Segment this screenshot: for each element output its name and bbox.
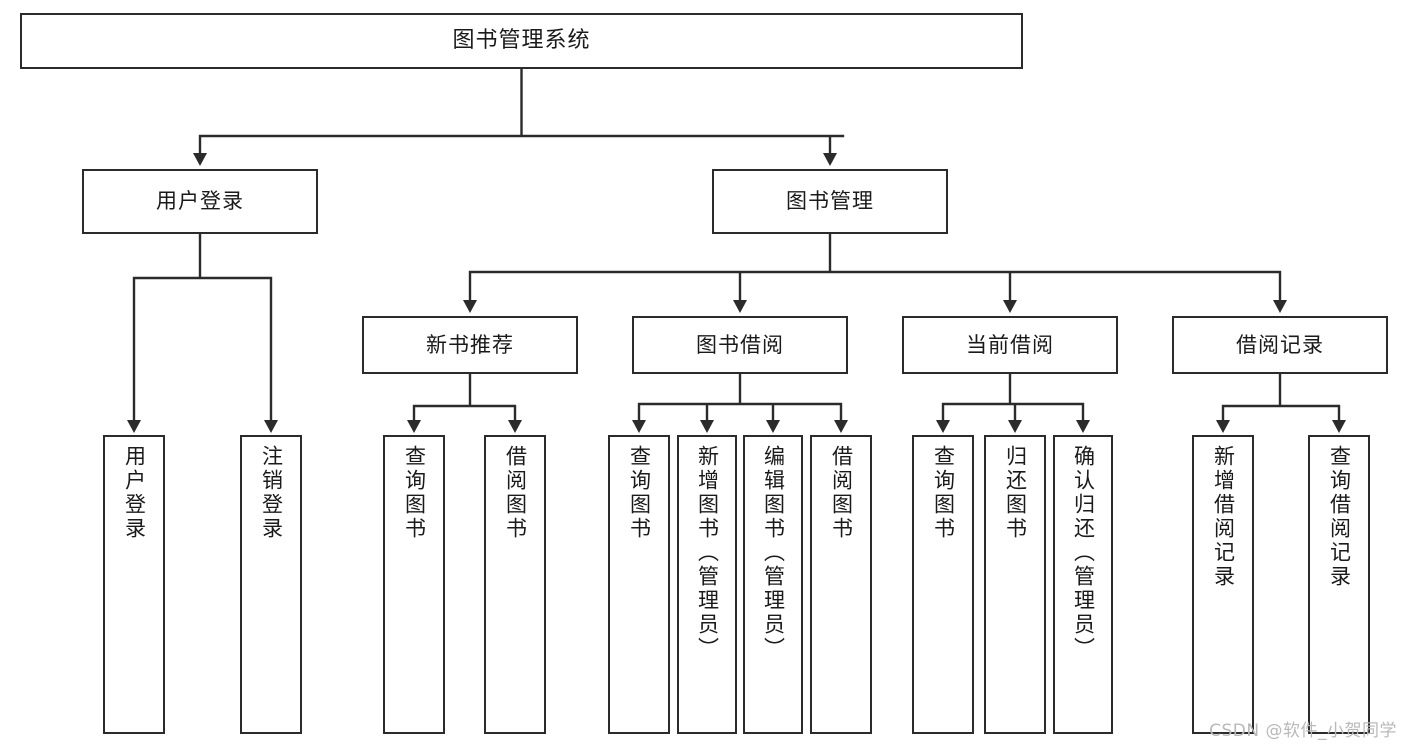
book-management-to-level3	[468, 232, 1282, 309]
node-label-leaf-logout: 注销登录	[259, 445, 284, 541]
arrow-leaf-query-book-recommend-icon	[407, 420, 421, 433]
node-leaf-borrow-book-recommend[interactable]: 借阅图书	[484, 435, 546, 734]
arrow-new-book-recommend-icon	[463, 300, 477, 313]
node-label-leaf-edit-book-admin: 编辑图书（管理员）	[761, 445, 786, 661]
node-label-leaf-return-book: 归还图书	[1003, 445, 1028, 541]
node-leaf-add-book-admin[interactable]: 新增图书（管理员）	[677, 435, 737, 734]
arrow-borrow-records-icon	[1273, 300, 1287, 313]
node-leaf-user-login[interactable]: 用户登录	[103, 435, 165, 734]
node-book-management[interactable]: 图书管理	[712, 169, 948, 234]
node-new-book-recommend[interactable]: 新书推荐	[362, 316, 578, 374]
node-leaf-add-borrow-record[interactable]: 新增借阅记录	[1192, 435, 1254, 734]
node-label-leaf-query-borrow-record: 查询借阅记录	[1327, 445, 1352, 589]
node-leaf-logout[interactable]: 注销登录	[240, 435, 302, 734]
arrow-leaf-return-book-icon	[1008, 420, 1022, 433]
arrow-leaf-add-book-admin-icon	[700, 420, 714, 433]
node-leaf-query-book-recommend[interactable]: 查询图书	[383, 435, 445, 734]
node-book-borrow[interactable]: 图书借阅	[632, 316, 848, 374]
node-label-leaf-query-book-recommend: 查询图书	[402, 445, 427, 541]
node-leaf-return-book[interactable]: 归还图书	[984, 435, 1046, 734]
arrow-current-borrow-icon	[1003, 300, 1017, 313]
arrow-leaf-logout-icon	[264, 420, 278, 433]
node-user-login[interactable]: 用户登录	[82, 169, 318, 234]
node-label-leaf-borrow-book-recommend: 借阅图书	[503, 445, 528, 541]
node-label-leaf-confirm-return-admin: 确认归还（管理员）	[1071, 445, 1096, 661]
arrow-leaf-add-borrow-record-icon	[1216, 420, 1230, 433]
node-label-leaf-query-book-borrow: 查询图书	[627, 445, 652, 541]
node-leaf-borrow-book[interactable]: 借阅图书	[810, 435, 872, 734]
node-label-user-login: 用户登录	[156, 189, 244, 214]
node-current-borrow[interactable]: 当前借阅	[902, 316, 1118, 374]
arrow-user-login-icon	[193, 153, 207, 166]
current-borrow-to-leaves	[941, 372, 1085, 428]
arrow-leaf-user-login-icon	[127, 420, 141, 433]
node-label-leaf-borrow-book: 借阅图书	[829, 445, 854, 541]
borrow-records-to-leaves	[1221, 372, 1341, 428]
node-label-current-borrow: 当前借阅	[966, 332, 1054, 357]
node-label-book-borrow: 图书借阅	[696, 332, 784, 357]
arrow-book-borrow-icon	[733, 300, 747, 313]
user-login-to-leaves	[132, 232, 273, 428]
node-root[interactable]: 图书管理系统	[20, 13, 1023, 69]
node-borrow-records[interactable]: 借阅记录	[1172, 316, 1388, 374]
new-book-recommend-to-leaves	[412, 372, 517, 428]
node-label-borrow-records: 借阅记录	[1236, 332, 1324, 357]
node-leaf-edit-book-admin[interactable]: 编辑图书（管理员）	[743, 435, 803, 734]
arrow-leaf-query-book-borrow-icon	[632, 420, 646, 433]
arrow-book-management-icon	[823, 153, 837, 166]
node-leaf-query-book-current[interactable]: 查询图书	[912, 435, 974, 734]
arrow-leaf-borrow-book-icon	[834, 420, 848, 433]
node-leaf-confirm-return-admin[interactable]: 确认归还（管理员）	[1053, 435, 1113, 734]
csdn-watermark: CSDN @软件_小贺同学	[1209, 721, 1397, 741]
node-label-leaf-user-login: 用户登录	[122, 445, 147, 541]
node-label-leaf-add-borrow-record: 新增借阅记录	[1211, 445, 1236, 589]
arrow-leaf-query-borrow-record-icon	[1332, 420, 1346, 433]
arrow-leaf-edit-book-admin-icon	[766, 420, 780, 433]
node-label-new-book-recommend: 新书推荐	[426, 332, 514, 357]
arrow-leaf-confirm-return-admin-icon	[1076, 420, 1090, 433]
node-label-leaf-add-book-admin: 新增图书（管理员）	[695, 445, 720, 661]
node-leaf-query-book-borrow[interactable]: 查询图书	[608, 435, 670, 734]
arrow-leaf-query-book-current-icon	[936, 420, 950, 433]
book-borrow-to-leaves	[637, 372, 843, 428]
node-leaf-query-borrow-record[interactable]: 查询借阅记录	[1308, 435, 1370, 734]
node-label-book-management: 图书管理	[786, 189, 874, 214]
arrow-leaf-borrow-book-recommend-icon	[508, 420, 522, 433]
node-label-root: 图书管理系统	[452, 28, 591, 54]
root-to-level2	[198, 67, 845, 162]
node-label-leaf-query-book-current: 查询图书	[931, 445, 956, 541]
